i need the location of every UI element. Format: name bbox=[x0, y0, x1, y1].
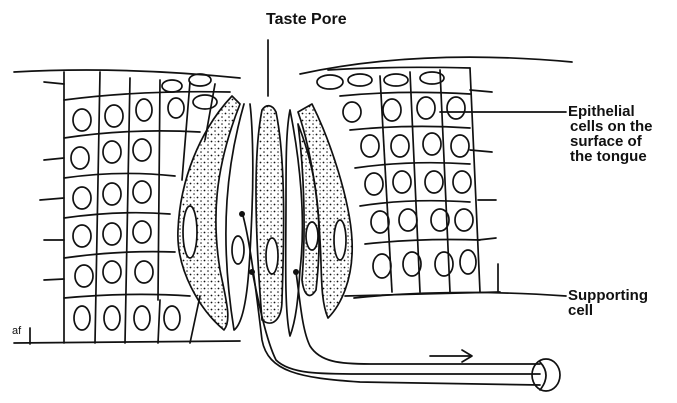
receptor-cell-center bbox=[256, 106, 284, 323]
tongue-surface-left bbox=[14, 70, 240, 78]
supporting-leader bbox=[354, 292, 566, 298]
supporting-cell-label: Supporting cell bbox=[568, 288, 648, 318]
supporting-label-line-1: Supporting bbox=[568, 288, 648, 303]
epithelial-label-line-1: Epithelial bbox=[568, 104, 653, 119]
epithelial-label-line-2: cells on the bbox=[568, 119, 653, 134]
nucleus-receptor-center bbox=[266, 238, 278, 274]
nucleus-receptor-right bbox=[306, 222, 318, 250]
corner-mark: af bbox=[12, 326, 21, 337]
epithelial-label-line-3: surface of bbox=[568, 134, 653, 149]
nucleus-receptor-left bbox=[232, 236, 244, 264]
receptor-cell-left bbox=[226, 104, 253, 330]
supporting-label-line-2: cell bbox=[568, 303, 648, 318]
nerve-ending-dot-1 bbox=[239, 211, 245, 217]
epithelial-label-line-4: the tongue bbox=[568, 149, 653, 164]
epithelial-label: Epithelial cells on the surface of the t… bbox=[568, 104, 653, 164]
nerve-fiber-2 bbox=[252, 270, 540, 374]
nucleus-left-support bbox=[183, 206, 197, 258]
nerve-ending-dot-2 bbox=[249, 269, 255, 275]
nerve-ending-dot-3 bbox=[293, 269, 299, 275]
basement-line bbox=[14, 341, 240, 343]
taste-pore-label: Taste Pore bbox=[266, 12, 347, 28]
nucleus-right-support bbox=[334, 220, 346, 260]
